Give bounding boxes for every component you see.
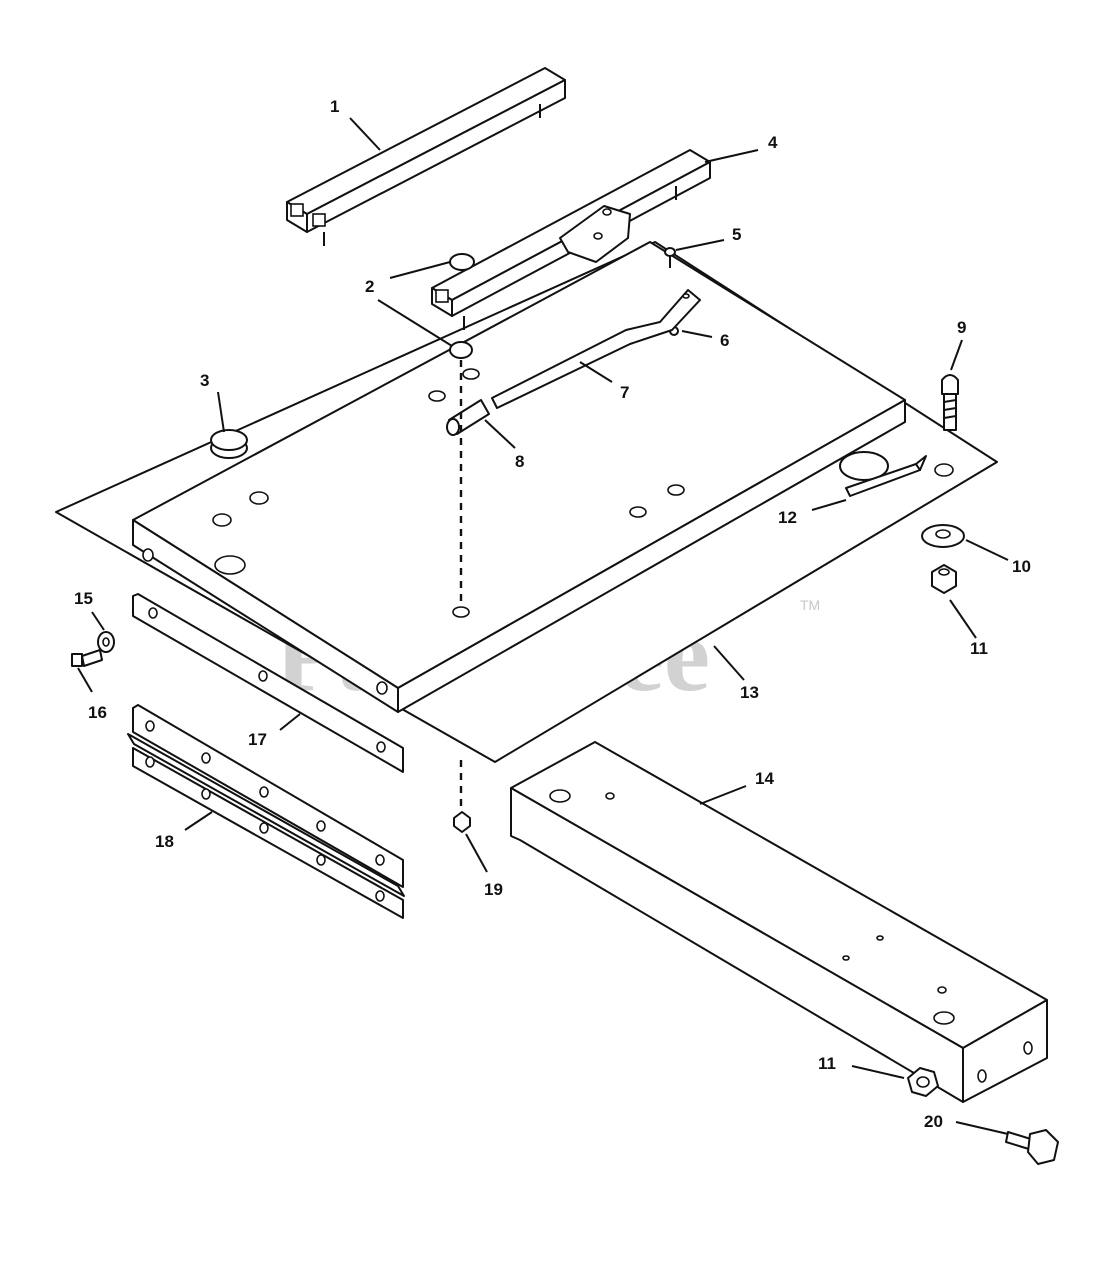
screw[interactable] (664, 247, 676, 268)
callout-19: 19 (484, 880, 503, 899)
callout-10: 10 (1012, 557, 1031, 576)
small-washer[interactable] (97, 631, 115, 653)
lock-nut-lower[interactable] (907, 1067, 939, 1097)
callout-14: 14 (755, 769, 774, 788)
callout-6: 6 (720, 331, 729, 350)
callout-5: 5 (732, 225, 741, 244)
bumper-upper[interactable] (449, 253, 475, 271)
callout-15: 15 (74, 589, 93, 608)
seat-rail-right[interactable] (431, 149, 711, 330)
seat-rail-left[interactable] (286, 67, 566, 246)
hinge-strap[interactable] (132, 593, 404, 773)
small-bolt[interactable] (71, 649, 103, 667)
bumper-lower[interactable] (449, 341, 473, 359)
callout-3: 3 (200, 371, 209, 390)
callout-17: 17 (248, 730, 267, 749)
washer[interactable] (921, 524, 965, 548)
callout-12: 12 (778, 508, 797, 527)
grommet[interactable] (210, 429, 248, 459)
callout-7: 7 (620, 383, 629, 402)
callout-8: 8 (515, 452, 524, 471)
seat-plate[interactable] (55, 241, 998, 763)
callout-16: 16 (88, 703, 107, 722)
callout-4: 4 (768, 133, 778, 152)
adjuster-rod[interactable] (491, 289, 701, 409)
callout-18: 18 (155, 832, 174, 851)
callout-20: 20 (924, 1112, 943, 1131)
spacer-sleeve[interactable] (446, 399, 490, 436)
plate-nut[interactable] (453, 811, 471, 833)
callout-13: 13 (740, 683, 759, 702)
hex-bolt[interactable] (1005, 1129, 1059, 1165)
callout-11-upper: 11 (970, 639, 988, 658)
piano-hinge[interactable] (127, 704, 405, 919)
seat-support-bracket[interactable] (510, 741, 1048, 1103)
callout-9: 9 (957, 318, 966, 337)
lynch-pin[interactable] (839, 451, 927, 497)
watermark-trademark: TM (800, 597, 820, 613)
callout-11-lower: 11 (818, 1054, 836, 1073)
stud-bolt[interactable] (941, 374, 959, 431)
callout-1: 1 (330, 97, 339, 116)
callout-2-lower: 2 (365, 277, 374, 296)
lock-nut-upper[interactable] (931, 564, 957, 594)
